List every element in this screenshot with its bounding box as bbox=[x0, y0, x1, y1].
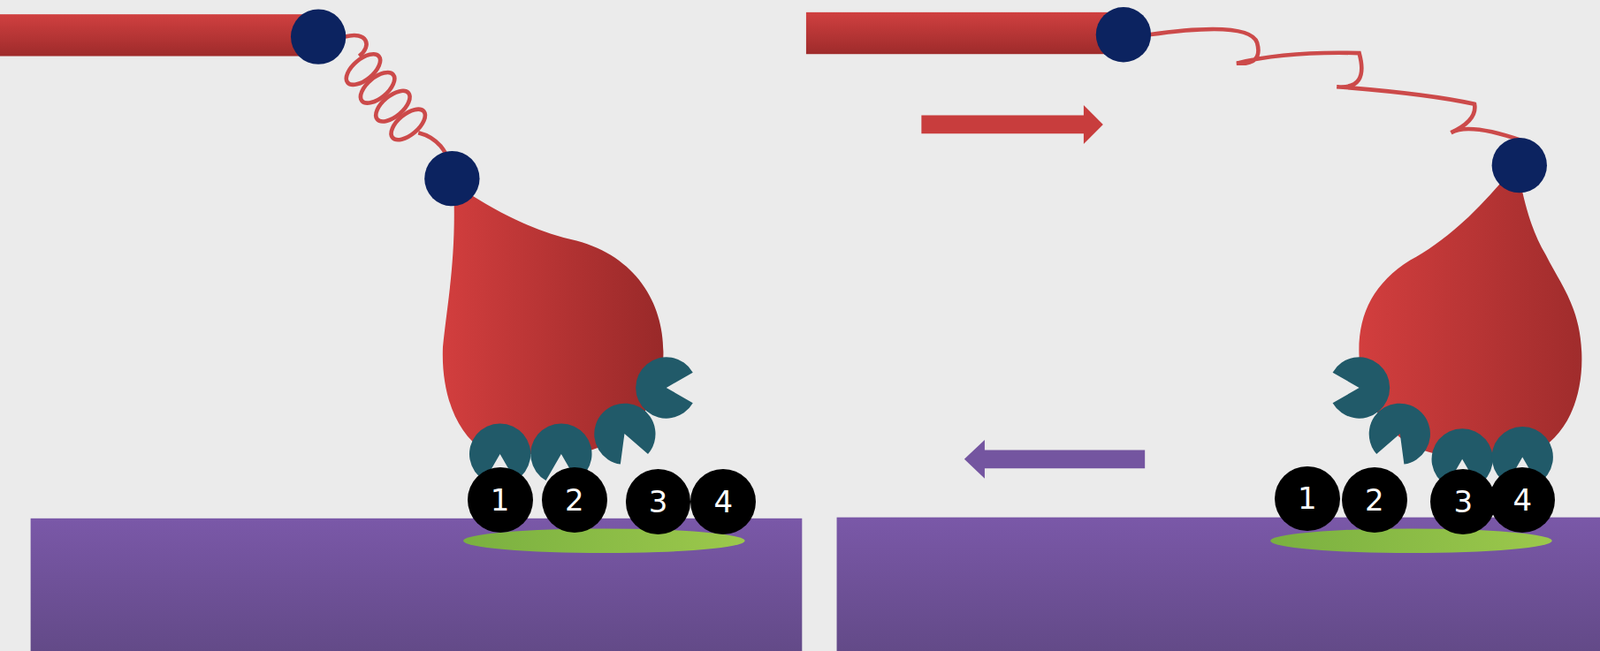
platform bbox=[1270, 528, 1553, 554]
callout-number: 2 bbox=[1364, 485, 1385, 516]
binding-claws bbox=[1333, 357, 1554, 487]
callout-number: 1 bbox=[490, 485, 511, 516]
numbered-bead: 1 bbox=[467, 467, 534, 534]
callout-number: 1 bbox=[1297, 483, 1318, 514]
numbered-bead: 4 bbox=[690, 469, 756, 535]
callout-number: 4 bbox=[714, 487, 734, 518]
callout-number: 3 bbox=[648, 487, 669, 518]
numbered-bead: 2 bbox=[541, 467, 608, 534]
motion-arrow bbox=[921, 105, 1103, 145]
numbered-bead: 3 bbox=[625, 469, 692, 535]
filament bbox=[806, 12, 1125, 54]
binding-claws bbox=[469, 357, 694, 481]
filament bbox=[0, 14, 319, 56]
joint bbox=[424, 151, 480, 206]
callout-number: 2 bbox=[564, 485, 585, 516]
coiled-tether bbox=[341, 35, 450, 164]
numbered-bead: 3 bbox=[1430, 469, 1496, 535]
numbered-bead: 4 bbox=[1489, 467, 1555, 534]
numbered-bead: 1 bbox=[1274, 466, 1341, 533]
surface bbox=[837, 518, 1600, 651]
surface bbox=[30, 518, 803, 651]
callout-number: 4 bbox=[1512, 485, 1532, 516]
stretched-tether bbox=[1149, 29, 1523, 141]
joint bbox=[290, 8, 346, 64]
joint bbox=[1492, 137, 1547, 193]
motion-arrow bbox=[964, 440, 1145, 480]
callout-number: 3 bbox=[1453, 487, 1473, 518]
numbered-bead: 2 bbox=[1341, 467, 1408, 534]
joint bbox=[1096, 7, 1151, 62]
